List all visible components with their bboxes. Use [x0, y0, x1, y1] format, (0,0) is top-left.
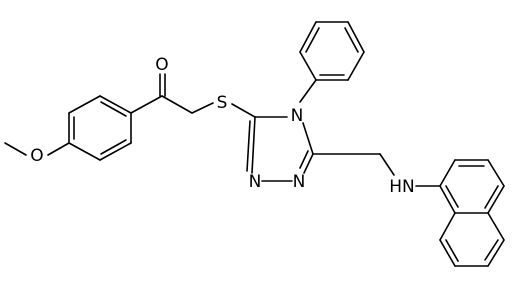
atom-thioether-s: S [217, 93, 228, 113]
bond-phenyl-e [347, 51, 365, 81]
bonds [4, 21, 505, 267]
bond-phenyl-d-inner [344, 27, 359, 53]
bond-naph-a [439, 159, 456, 187]
bond-n4-phenyl [299, 79, 317, 103]
bond-ring1-e [99, 142, 132, 161]
atom-triazole-n-left: N [249, 172, 262, 192]
bond-ch2-s [191, 102, 214, 114]
atom-carbonyl-o: O [155, 55, 168, 75]
bond-phenyl-d [347, 21, 365, 53]
bond-methoxy-o-ring [47, 142, 70, 156]
bond-ring1-c-inner [100, 101, 127, 117]
bond-naph-h [439, 239, 456, 267]
bond-n2-c3-1 [251, 116, 256, 174]
atom-triazole-n-phenyl: N [291, 106, 304, 126]
bond-naph-c [487, 159, 505, 187]
bond-phenyl-b-inner [305, 27, 320, 53]
bond-ring1-e-inner [100, 139, 127, 155]
bond-c5-n1-2 [299, 150, 309, 169]
atom-amine-nh: HN [389, 177, 415, 197]
bond-naph-k [487, 212, 505, 241]
bond-c5-n1-1 [303, 153, 314, 174]
bond-naph-f-inner [445, 185, 459, 208]
bond-naph-j [487, 239, 505, 267]
bond-ring1-f [68, 142, 101, 161]
bond-naph-g [439, 212, 456, 241]
bond-ch2-nh [379, 153, 395, 176]
atom-methoxy-o: O [30, 146, 43, 166]
bond-phenyl-a [299, 51, 317, 81]
atom-triazole-n-right: N [293, 172, 306, 192]
bond-n2-c3-2 [246, 120, 251, 172]
bond-carbonyl-c-ch2 [161, 95, 193, 114]
bond-s-triazole-c3 [231, 103, 256, 118]
bond-naph-d-inner [484, 185, 499, 209]
bond-methyl-methoxy-o [4, 142, 27, 156]
atom-labels: O O S N N N HN [30, 55, 414, 197]
bond-naph-h-inner [445, 239, 459, 262]
bond-naph-f [439, 185, 456, 214]
bond-ring1-carbonyl-c [130, 95, 163, 114]
bond-n4-c5 [302, 122, 314, 155]
bond-naph-d [487, 185, 505, 214]
bond-ring1-c [99, 95, 132, 114]
bond-ring1-b [68, 95, 101, 114]
bond-naph-j-inner [484, 239, 499, 261]
bond-phenyl-b [299, 21, 317, 53]
